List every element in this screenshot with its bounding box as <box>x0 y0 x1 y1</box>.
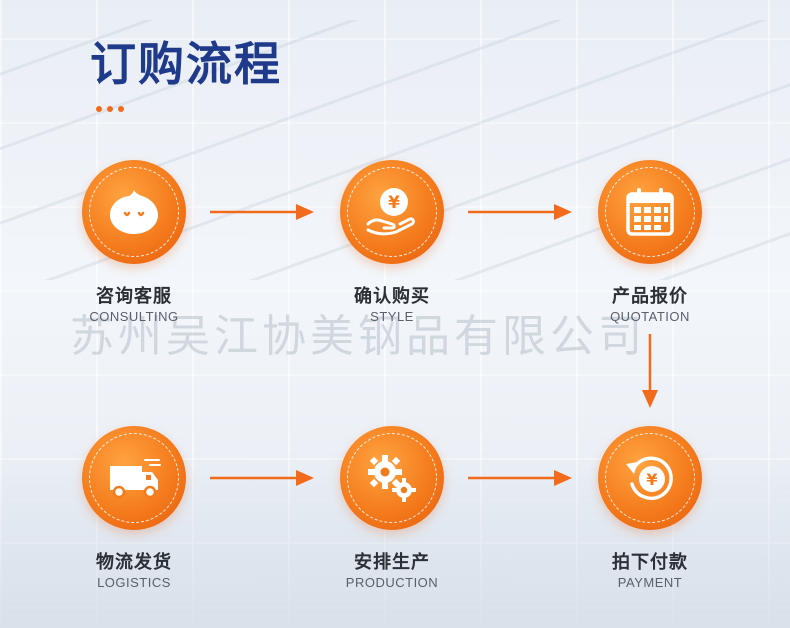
step-label-cn: 确认购买 <box>354 286 430 307</box>
step-label-en: CONSULTING <box>89 309 179 324</box>
svg-text:¥: ¥ <box>388 193 400 213</box>
arrow-right-icon <box>468 204 572 220</box>
quotation-icon-circle <box>598 160 702 264</box>
consulting-icon-circle <box>82 160 186 264</box>
step-label-cn: 产品报价 <box>612 286 688 307</box>
delivery-truck-icon <box>110 459 161 499</box>
gears-icon <box>368 455 416 502</box>
chat-bubble-icon <box>110 190 158 234</box>
payment-icon-circle: ¥ <box>598 426 702 530</box>
style-icon-circle: ¥ <box>340 160 444 264</box>
logistics-icon-circle <box>82 426 186 530</box>
arrow-down-icon <box>642 334 658 408</box>
step-label-en: STYLE <box>370 309 414 324</box>
arrow-right-icon <box>468 470 572 486</box>
step-label-cn: 咨询客服 <box>96 286 172 307</box>
step-label-cn: 物流发货 <box>96 552 172 573</box>
step-label-cn: 安排生产 <box>354 552 430 573</box>
step-label-en: QUOTATION <box>610 309 690 324</box>
yen-refresh-icon: ¥ <box>626 456 673 501</box>
production-icon-circle <box>340 426 444 530</box>
step-label-en: PRODUCTION <box>345 575 439 590</box>
arrow-right-icon <box>210 470 314 486</box>
step-label-en: PAYMENT <box>617 575 683 590</box>
hand-yen-coin-icon: ¥ <box>366 188 415 236</box>
svg-text:¥: ¥ <box>646 470 657 489</box>
step-label-en: LOGISTICS <box>97 575 171 590</box>
calendar-icon <box>626 188 674 236</box>
arrow-right-icon <box>210 204 314 220</box>
step-label-cn: 拍下付款 <box>612 552 688 573</box>
page-title: 订购流程 <box>90 37 282 91</box>
title-decoration-dots <box>96 106 124 112</box>
